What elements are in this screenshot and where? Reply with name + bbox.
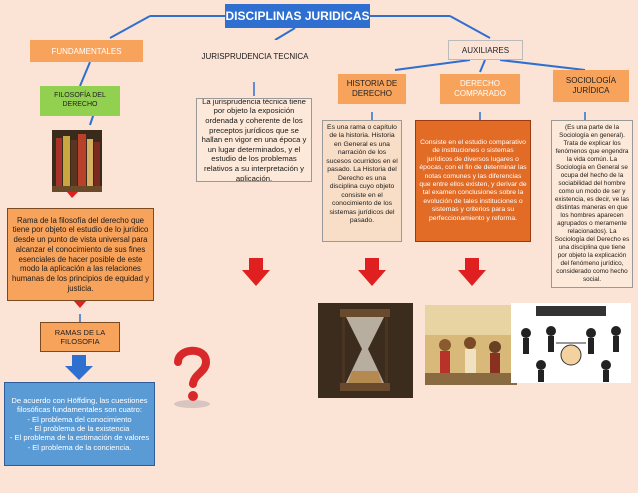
sociologia-description-box: (Es una parte de la Sociología en genera… xyxy=(551,120,633,288)
main-title: DISCIPLINAS JURIDICAS xyxy=(225,4,370,28)
filosofia-label: FILOSOFÍA DEL DERECHO xyxy=(54,92,106,108)
people-icon xyxy=(511,303,631,383)
comparado-description: Consiste en el estudio comparativo de in… xyxy=(419,138,527,222)
ramas-label: RAMAS DE LA FILOSOFIA xyxy=(54,327,106,346)
historia-description-box: Es una rama o capítulo de la historia. H… xyxy=(322,120,402,242)
historia-label: HISTORIA DE DERECHO xyxy=(346,79,398,98)
ramas-description-box: De acuerdo con Höffding, las cuestiones … xyxy=(4,382,155,466)
historia-box: HISTORIA DE DERECHO xyxy=(338,74,406,104)
jurisprudencia-description: La jurisprudencia técnica tiene por obje… xyxy=(201,98,307,182)
comparado-description-box: Consiste en el estudio comparativo de in… xyxy=(415,120,531,242)
comparado-box: DERECHO COMPARADO xyxy=(440,74,520,104)
main-title-text: DISCIPLINAS JURIDICAS xyxy=(225,9,370,23)
jurisprudencia-description-box: La jurisprudencia técnica tiene por obje… xyxy=(196,98,312,182)
question-mark-icon xyxy=(174,346,211,408)
sociologia-label: SOCIOLOGÍA JURÍDICA xyxy=(565,76,617,95)
painting-icon xyxy=(425,305,517,385)
books-image xyxy=(52,130,102,192)
jurisprudencia-box: JURISPRUDENCIA TECNICA xyxy=(196,40,314,74)
hourglass-icon xyxy=(318,303,413,398)
comparado-label: DERECHO COMPARADO xyxy=(454,79,506,98)
fundamentales-box: FUNDAMENTALES xyxy=(30,40,143,62)
auxiliares-label: AUXILIARES xyxy=(461,45,510,55)
sociologia-description: (Es una parte de la Sociología en genera… xyxy=(554,124,630,283)
comparado-painting-image xyxy=(425,305,517,385)
fundamentales-label: FUNDAMENTALES xyxy=(51,46,122,56)
sociologia-box: SOCIOLOGÍA JURÍDICA xyxy=(553,70,629,102)
filosofia-description-box: Rama de la filosofía del derecho que tie… xyxy=(7,208,154,301)
historia-description: Es una rama o capítulo de la historia. H… xyxy=(326,124,398,225)
question-mark-image xyxy=(160,340,220,412)
ramas-description: De acuerdo con Höffding, las cuestiones … xyxy=(9,395,150,452)
auxiliares-box: AUXILIARES xyxy=(448,40,523,60)
filosofia-description: Rama de la filosofía del derecho que tie… xyxy=(12,215,149,293)
jurisprudencia-label: JURISPRUDENCIA TECNICA xyxy=(201,52,309,61)
sociologia-image xyxy=(511,303,631,383)
ramas-box: RAMAS DE LA FILOSOFIA xyxy=(40,322,120,352)
filosofia-box: FILOSOFÍA DEL DERECHO xyxy=(40,86,120,116)
hourglass-image xyxy=(318,303,413,398)
